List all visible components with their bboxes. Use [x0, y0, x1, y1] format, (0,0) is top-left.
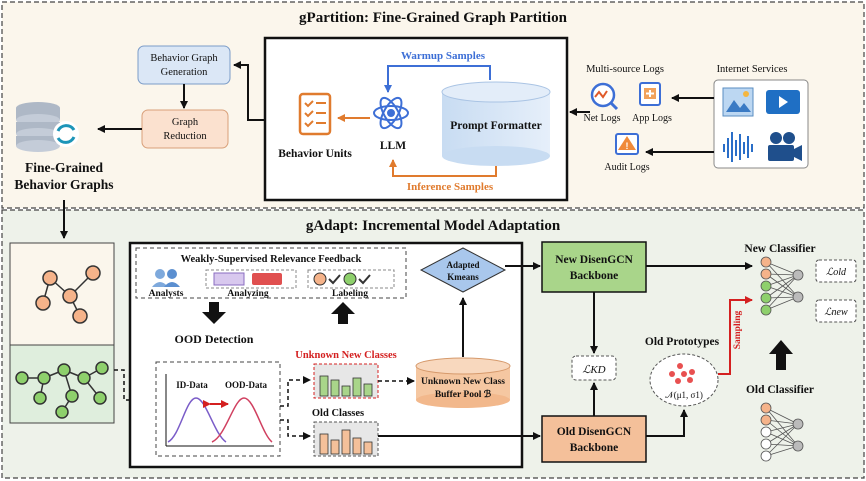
l-old-label: ℒold: [826, 267, 847, 278]
svg-text:!: !: [626, 141, 629, 151]
adapted-kmeans-diamond: [419, 247, 507, 293]
orange-graph-icon: [35, 265, 101, 324]
behavior-units-label: Behavior Units: [278, 148, 352, 160]
new-classifier-label: New Classifier: [744, 243, 815, 255]
inference-arrow: [389, 159, 497, 177]
ood-to-old-classes-arrow: [280, 419, 311, 440]
gadapt-title: gAdapt: Incremental Model Adaptation: [306, 218, 561, 234]
check-icon: [328, 274, 341, 285]
units-to-generation-arrow: [233, 61, 265, 121]
old-classifier-label: Old Classifier: [746, 384, 814, 396]
adapted-kmeans-label: Adapted: [446, 260, 479, 270]
new-backbone-label: New DisenGCN: [555, 254, 633, 266]
warmup-arrow: [384, 65, 491, 93]
old-classes-bars: [319, 429, 373, 455]
labeling-label: Labeling: [332, 289, 368, 299]
label-orange-dot: [313, 272, 327, 286]
prompt-formatter-cylinder: [441, 81, 551, 166]
wsrf-title: Weakly-Supervised Relevance Feedback: [181, 254, 362, 265]
analyzing-purple-bar: [213, 272, 245, 286]
graph-reduction-box: [141, 109, 229, 149]
sampling-arrow: [718, 296, 753, 375]
graph-reduction-label: Graph: [172, 117, 199, 128]
old-backbone-label-2: Backbone: [570, 442, 619, 454]
llm-label: LLM: [380, 140, 406, 152]
old-backbone-box: [541, 415, 647, 463]
old-classes-label: Old Classes: [312, 408, 364, 419]
old-classifier-network: [760, 402, 804, 462]
net-logs-label: Net Logs: [584, 113, 621, 124]
green-graph-icon: [15, 361, 109, 419]
ood-detection-label: OOD Detection: [175, 332, 254, 346]
new-backbone-label-2: Backbone: [570, 270, 619, 282]
analysts-icon: [152, 269, 180, 287]
adapted-kmeans-label-2: Kmeans: [447, 272, 479, 282]
normal-dist-label: 𝒩(μ1, σ1): [665, 390, 703, 400]
id-curve: [167, 397, 227, 443]
video-icon: [766, 90, 800, 114]
inference-samples-label: Inference Samples: [407, 181, 494, 193]
analyzing-red-bar: [252, 273, 282, 285]
new-backbone-box: [541, 241, 647, 293]
prototype-dots: [669, 363, 695, 384]
ood-to-new-classes-arrow: [280, 376, 311, 407]
graph-sample-top: [9, 242, 115, 346]
audio-wave-icon: [723, 132, 753, 162]
video-camera-icon: [768, 132, 802, 161]
buffer-pool-cylinder: [415, 357, 511, 408]
label-green-dot: [343, 272, 357, 286]
net-logs-icon: [590, 82, 619, 111]
fine-grained-graphs-label-2: Behavior Graphs: [14, 177, 113, 192]
app-logs-label: App Logs: [632, 113, 672, 124]
old-to-new-classifier-arrow: [769, 340, 793, 370]
l-new-box: [815, 299, 857, 323]
checklist-icon: [298, 92, 332, 136]
ood-plot-box: [155, 361, 281, 457]
multi-source-logs-label: Multi-source Logs: [586, 64, 664, 75]
l-new-label: ℒnew: [824, 307, 848, 318]
sampling-label: Sampling: [733, 310, 743, 349]
app-logs-icon: [639, 82, 661, 106]
old-backbone-to-prototypes-arrow: [646, 409, 688, 437]
behavior-graph-generation-label: Behavior Graph: [150, 53, 218, 64]
ood-data-label: OOD-Data: [225, 380, 267, 390]
buffer-pool-label-2: Buffer Pool ℬ: [435, 388, 492, 400]
atom-icon: [373, 96, 409, 130]
gpartition-title: gPartition: Fine-Grained Graph Partition: [299, 10, 568, 26]
check-icon-2: [358, 274, 371, 285]
audit-logs-icon: !: [615, 133, 639, 155]
image-icon: [722, 87, 754, 117]
id-data-label: ID-Data: [176, 380, 208, 390]
analysts-label: Analysts: [149, 289, 184, 299]
kd-loss-box: [571, 355, 617, 381]
unknown-new-classes-label: Unknown New Classes: [295, 350, 397, 361]
behavior-graph-generation-box: [137, 45, 231, 85]
audit-logs-label: Audit Logs: [604, 162, 649, 173]
prototypes-ellipse: [649, 353, 719, 407]
prompt-formatter-label: Prompt Formatter: [450, 120, 541, 132]
graph-reduction-label-2: Reduction: [163, 131, 207, 142]
behavior-graph-generation-label-2: Generation: [161, 67, 208, 78]
fine-grained-graphs-label: Fine-Grained: [25, 160, 103, 175]
l-old-box: [815, 259, 857, 283]
buffer-pool-label: Unknown New Class: [421, 377, 505, 387]
database-sync-icon: [16, 102, 79, 152]
internet-services-label: Internet Services: [717, 64, 788, 75]
analyzing-label: Analyzing: [227, 289, 268, 299]
warmup-samples-label: Warmup Samples: [401, 50, 486, 62]
new-classes-bars: [319, 375, 373, 397]
old-prototypes-label: Old Prototypes: [645, 336, 720, 348]
ood-curve: [211, 397, 273, 443]
kd-loss-label: ℒKD: [582, 364, 605, 376]
old-backbone-label: Old DisenGCN: [557, 426, 632, 438]
up-big-arrow: [331, 302, 355, 324]
down-big-arrow: [202, 302, 226, 324]
new-classifier-network: [760, 256, 804, 316]
